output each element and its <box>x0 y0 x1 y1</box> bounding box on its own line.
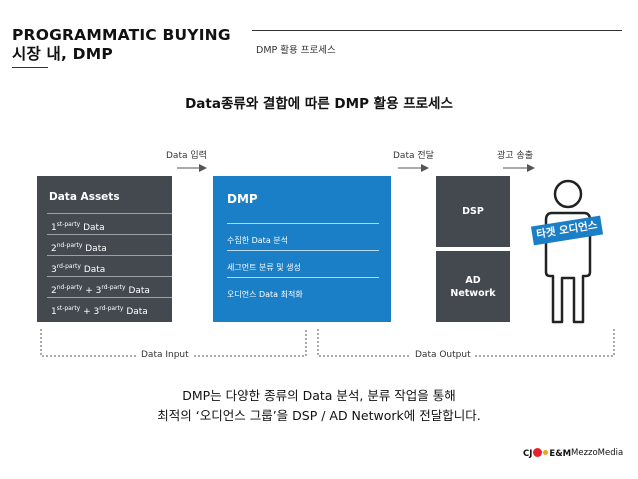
ad-network-label-line1: AD <box>465 274 481 286</box>
dsp-box: DSP <box>436 176 510 247</box>
summary-line2: 최적의 ‘오디언스 그룹’을 DSP / AD Network에 전달합니다. <box>157 408 481 423</box>
cj-enm-logo: CJ E&M <box>523 448 571 459</box>
ad-network-box: AD Network <box>436 251 510 322</box>
header-title: PROGRAMMATIC BUYING 시장 내, DMP <box>12 26 232 64</box>
mezzomedia-logo: MezzoMedia <box>571 448 624 458</box>
dmp-item-analysis: 수집한 Data 분석 <box>227 223 379 246</box>
dmp-item-optimization: 오디언스 Data 최적화 <box>227 277 379 300</box>
dmp-title: DMP <box>227 192 258 206</box>
bracket-data-output <box>317 329 615 357</box>
target-audience-person-icon <box>544 179 592 324</box>
dmp-box: DMP 수집한 Data 분석 세그먼트 분류 및 생성 오디언스 Data 최… <box>213 176 391 322</box>
data-asset-row: 1st-party Data <box>47 213 172 234</box>
bracket-label-data-output: Data Output <box>411 350 475 360</box>
flow-label-data-transfer: Data 전달 <box>393 151 434 161</box>
data-assets-title: Data Assets <box>49 191 120 203</box>
ad-network-label-line2: Network <box>450 287 496 299</box>
cj-logo-suffix: E&M <box>549 449 572 459</box>
cj-logo-prefix: CJ <box>523 449 533 459</box>
data-asset-row: 2nd-party + 3rd-party Data <box>47 276 172 297</box>
cj-orange-dot-icon <box>543 450 549 455</box>
data-asset-row: 2nd-party Data <box>47 234 172 255</box>
data-asset-row: 3rd-party Data <box>47 255 172 276</box>
header-title-line1: PROGRAMMATIC BUYING <box>12 26 231 44</box>
main-heading: Data종류와 결합에 따른 DMP 활용 프로세스 <box>185 96 453 112</box>
cj-red-dot-icon <box>533 448 543 457</box>
dmp-item-segmentation: 세그먼트 분류 및 생성 <box>227 250 379 273</box>
header-rule-right <box>252 30 622 31</box>
data-asset-row: 1st-party + 3rd-party Data <box>47 297 172 318</box>
summary-line1: DMP는 다양한 종류의 Data 분석, 분류 작업을 통해 <box>182 388 456 403</box>
flow-label-data-input: Data 입력 <box>166 151 207 161</box>
header-rule-left <box>12 67 48 68</box>
header-title-line2: 시장 내, DMP <box>12 45 113 63</box>
dsp-label: DSP <box>462 206 484 217</box>
breadcrumb: DMP 활용 프로세스 <box>256 45 336 56</box>
bracket-label-data-input: Data Input <box>137 350 193 360</box>
flow-label-ad-send: 광고 송출 <box>497 151 533 161</box>
bracket-data-input <box>40 329 307 357</box>
